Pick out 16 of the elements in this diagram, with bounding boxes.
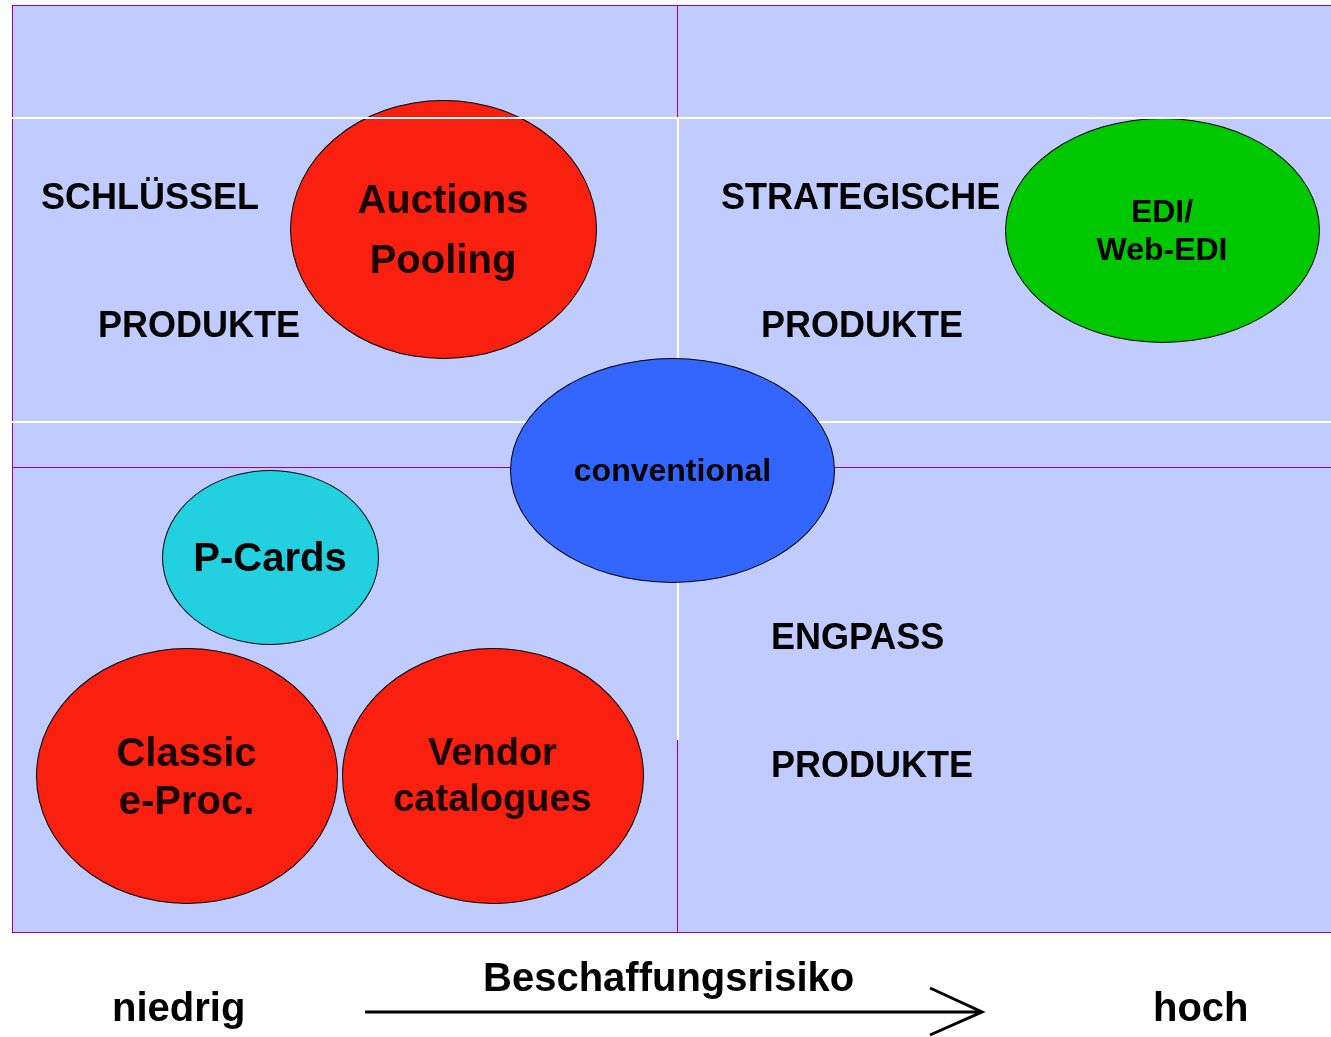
quadrant-label: STRATEGISCHE bbox=[721, 176, 1001, 218]
ellipse-label: Classic e-Proc. bbox=[115, 728, 258, 824]
quadrant-label: PRODUKTE bbox=[98, 304, 300, 346]
ellipse-label: conventional bbox=[573, 451, 772, 490]
axis-title: Beschaffungsrisiko bbox=[483, 955, 855, 1000]
axis-label: niedrig bbox=[112, 985, 246, 1030]
ellipse-label: P-Cards bbox=[193, 534, 347, 581]
quadrant-label: PRODUKTE bbox=[761, 304, 963, 346]
quadrant-label: PRODUKTE bbox=[771, 744, 973, 786]
ellipse-label: EDI/ Web-EDI bbox=[1095, 191, 1229, 269]
axis-label: hoch bbox=[1153, 985, 1249, 1030]
quadrant-label: SCHLÜSSEL bbox=[41, 176, 260, 218]
quadrant-label: ENGPASS bbox=[771, 616, 945, 658]
ellipse-label: Pooling bbox=[369, 236, 517, 283]
ellipse-label: Vendor catalogues bbox=[392, 729, 593, 821]
ellipse-label: Auctions bbox=[357, 176, 529, 223]
